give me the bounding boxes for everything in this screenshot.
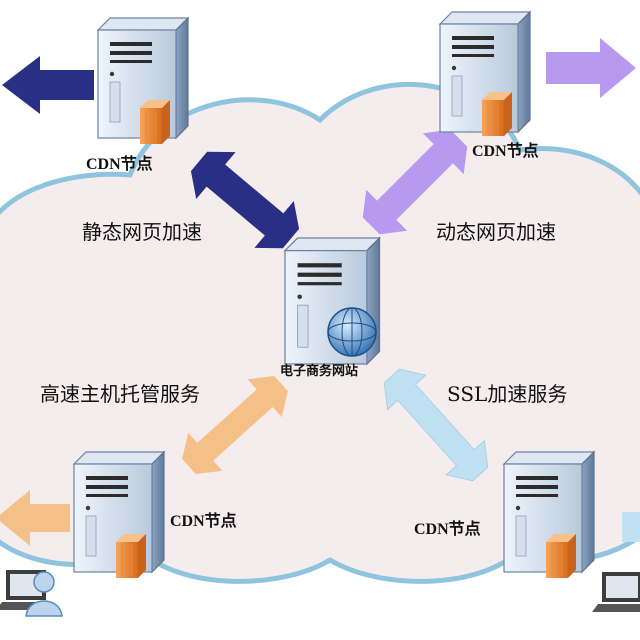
cdn-server-bottom-left	[73, 451, 165, 579]
outbound-arrow-left	[2, 56, 94, 114]
cdn-server-top-right	[439, 11, 531, 137]
client-laptop-left	[0, 570, 63, 617]
ecommerce-server	[284, 237, 381, 365]
cdn-server-top-left	[97, 17, 189, 145]
ssl-arrow	[383, 368, 489, 482]
outbound-arrow-right	[546, 38, 636, 98]
client-laptop-right	[592, 572, 640, 612]
cdn-node-label-bottom-left: CDN节点	[170, 513, 237, 530]
hosting-arrow	[182, 375, 288, 475]
ecommerce-site-label: 电子商务网站	[280, 364, 359, 379]
outbound-arrow-bottom-left	[0, 490, 70, 546]
hosting-service-label: 高速主机托管服务	[40, 382, 200, 406]
cdn-node-label-top-left: CDN节点	[86, 156, 153, 173]
outbound-arrow-bottom-right	[622, 512, 640, 542]
dynamic-acceleration-arrow	[362, 129, 468, 235]
cdn-node-label-top-right: CDN节点	[472, 143, 539, 160]
static-page-acceleration-label: 静态网页加速	[82, 220, 202, 244]
static-acceleration-arrow	[190, 151, 300, 249]
cdn-node-label-bottom-right: CDN节点	[414, 521, 481, 538]
cdn-server-bottom-right	[503, 451, 595, 579]
ssl-acceleration-label: SSL加速服务	[447, 382, 568, 406]
dynamic-page-acceleration-label: 动态网页加速	[436, 220, 556, 244]
